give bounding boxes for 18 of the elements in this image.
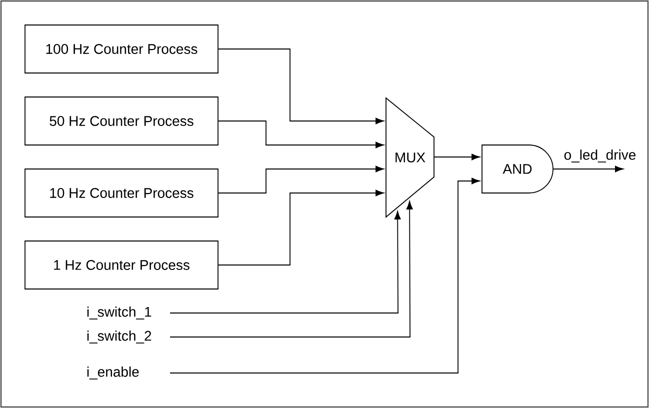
and-gate: AND [482, 144, 554, 194]
edge-label: o_led_drive [564, 150, 636, 162]
arrow [218, 120, 384, 148]
arrow [170, 210, 401, 314]
process-box: 50 Hz Counter Process [24, 96, 218, 146]
arrow [218, 190, 384, 266]
arrow [170, 200, 413, 338]
process-box: 10 Hz Counter Process [24, 168, 218, 218]
arrow [553, 166, 624, 172]
arrow [434, 154, 480, 160]
arrow [218, 166, 384, 194]
signal-name: i_switch_2 [87, 330, 152, 344]
arrow [170, 178, 480, 374]
process-box: 100 Hz Counter Process [24, 24, 218, 74]
signal-name: i_switch_1 [87, 306, 152, 320]
arrow [218, 48, 384, 124]
process-box: 1 Hz Counter Process [24, 240, 218, 290]
signal-name: i_enable [87, 366, 139, 380]
